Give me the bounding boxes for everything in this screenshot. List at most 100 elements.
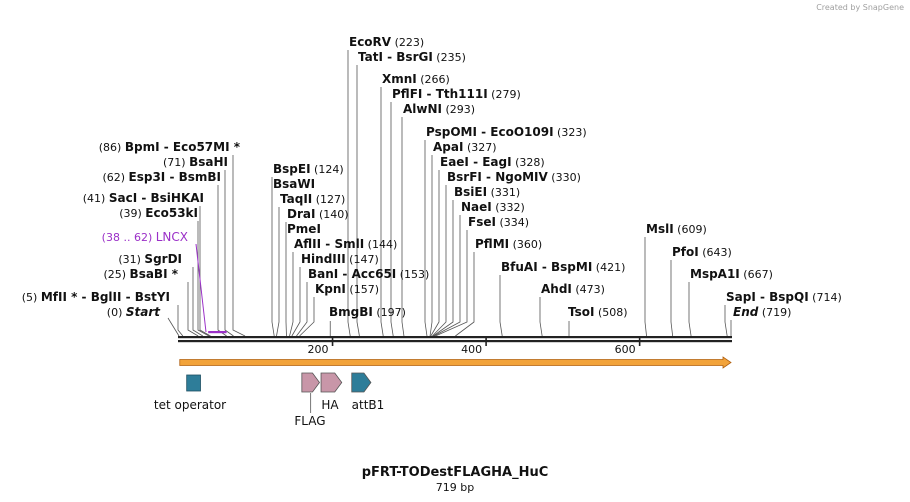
- site-position: (140): [315, 208, 348, 221]
- site-bfuai-bspmi: BfuAI - BspMI (421): [501, 260, 625, 274]
- backbone-bottom-strand: [178, 340, 732, 343]
- site-position: (508): [594, 306, 627, 319]
- scale-tick-label: 400: [461, 343, 482, 356]
- feature-attb1: attB1: [351, 372, 385, 412]
- site-position: (153): [396, 268, 429, 281]
- site-pflmi: PflMI (360): [475, 237, 542, 251]
- site-name: BanI - Acc65I: [308, 267, 396, 281]
- site-mfii-bglii-bstyi: (5) MfII * - BglII - BstYI: [22, 290, 170, 304]
- cut-line: [429, 155, 433, 337]
- site-taqii: TaqII (127): [280, 192, 345, 206]
- cut-line: [199, 206, 211, 337]
- cut-line: [289, 252, 294, 337]
- site-label-text: DraI (140): [287, 207, 349, 221]
- site-saci-bsihkai: (41) SacI - BsiHKAI: [83, 191, 204, 205]
- site-pfoi: PfoI (643): [672, 245, 732, 259]
- cut-line: [724, 305, 728, 337]
- site-name: PspOMI - EcoO109I: [426, 125, 554, 139]
- site-ahdi: AhdI (473): [541, 282, 605, 296]
- site-aflii-smli: AflII - SmlI (144): [294, 237, 397, 251]
- site-mspa1i: MspA1I (667): [690, 267, 773, 281]
- site-position: (127): [312, 193, 345, 206]
- site-label-text: (31) SgrDI: [118, 252, 182, 266]
- site-bsabi: (25) BsaBI *: [103, 267, 178, 281]
- site-label-text: BanI - Acc65I (153): [308, 267, 429, 281]
- lncx-layer: (38 .. 62) LNCX: [102, 230, 227, 334]
- site-name: XmnI: [382, 72, 417, 86]
- cut-line: [217, 185, 227, 337]
- start-site: (0) Start: [107, 305, 161, 319]
- site-label-text: MspA1I (667): [690, 267, 773, 281]
- cut-line: [401, 117, 405, 337]
- site-kpni: KpnI (157): [315, 282, 379, 296]
- site-name: BsiEI: [454, 185, 487, 199]
- start-label: (0) Start: [107, 305, 161, 319]
- site-name: AflII - SmlI: [294, 237, 364, 251]
- site-name: BpmI - Eco57MI *: [125, 140, 241, 154]
- site-position: (334): [496, 216, 529, 229]
- cut-line: [167, 317, 180, 337]
- site-apai: ApaI (327): [433, 140, 497, 154]
- site-name: TaqII: [280, 192, 312, 206]
- site-name: PfoI: [672, 245, 699, 259]
- site-name: PflFI - Tth111I: [392, 87, 488, 101]
- feature-label: attB1: [352, 398, 385, 412]
- site-name: EcoRV: [349, 35, 392, 49]
- site-bsahi: (71) BsaHI: [163, 155, 228, 169]
- site-position: (31): [118, 253, 144, 266]
- site-bsawi: BsaWI: [273, 177, 315, 191]
- site-label-text: (71) BsaHI: [163, 155, 228, 169]
- site-label-text: TsoI (508): [568, 305, 628, 319]
- cut-line: [424, 140, 428, 337]
- site-bani-acc65i: BanI - Acc65I (153): [308, 267, 429, 281]
- map-title: pFRT-TODestFLAGHA_HuC: [362, 465, 549, 480]
- site-name: HindIII: [301, 252, 346, 266]
- site-position: (331): [487, 186, 520, 199]
- site-name: SapI - BspQI: [726, 290, 809, 304]
- site-label-text: PflFI - Tth111I (279): [392, 87, 521, 101]
- site-position: (279): [488, 88, 521, 101]
- site-label-text: HindIII (147): [301, 252, 379, 266]
- site-bspei: BspEI (124): [273, 162, 344, 176]
- site-label-text: KpnI (157): [315, 282, 379, 296]
- site-name: Start: [126, 305, 161, 319]
- cut-line: [688, 282, 692, 337]
- site-position: (328): [512, 156, 545, 169]
- site-name: End: [733, 305, 759, 319]
- cut-line: [380, 87, 384, 337]
- cut-line: [271, 177, 275, 337]
- site-pflfi-tth111i: PflFI - Tth111I (279): [392, 87, 521, 101]
- cut-line: [455, 252, 475, 337]
- site-name: MfII * - BglII - BstYI: [41, 290, 170, 304]
- site-position: (421): [592, 261, 625, 274]
- cut-line: [430, 170, 440, 337]
- site-name: BmgBI: [329, 305, 373, 319]
- site-name: FseI: [468, 215, 496, 229]
- cut-line: [670, 260, 674, 337]
- site-ecorv: EcoRV (223): [349, 35, 424, 49]
- feature-tet-operator: tet operator: [154, 374, 226, 412]
- site-eco53ki: (39) Eco53kI: [119, 206, 198, 220]
- site-tsoi: TsoI (508): [568, 305, 628, 319]
- site-name: ApaI: [433, 140, 463, 154]
- site-name: BsaHI: [189, 155, 228, 169]
- site-label-text: BsiEI (331): [454, 185, 520, 199]
- map-length: 719 bp: [436, 481, 474, 494]
- cut-line: [296, 282, 308, 337]
- site-name: DraI: [287, 207, 315, 221]
- site-label-text: AhdI (473): [541, 282, 605, 296]
- site-position: (223): [391, 36, 424, 49]
- site-label-text: BspEI (124): [273, 162, 344, 176]
- snapgene-credit: Created by SnapGene: [816, 3, 904, 12]
- cut-line: [390, 102, 394, 337]
- cut-line: [187, 282, 199, 337]
- feature-label: HA: [321, 398, 339, 412]
- site-position: (609): [674, 223, 707, 236]
- lncx-label: (38 .. 62) LNCX: [102, 230, 188, 244]
- cut-lines: [167, 50, 732, 337]
- feature-ha: HA: [320, 372, 343, 412]
- orf-arrow: [179, 356, 732, 369]
- site-name: Esp3I - BsmBI: [129, 170, 221, 184]
